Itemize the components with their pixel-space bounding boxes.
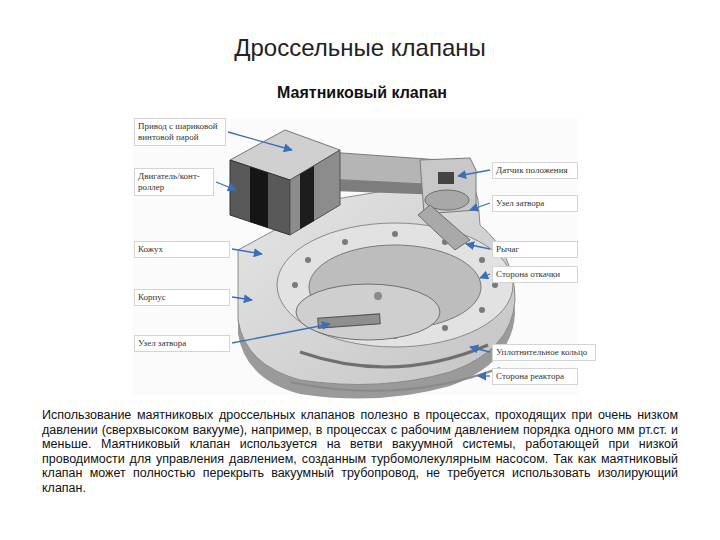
caption-text: Использование маятниковых дроссельных кл… bbox=[42, 408, 678, 496]
part-label: Сторона откачки bbox=[492, 266, 578, 283]
flange-ring bbox=[277, 223, 513, 347]
part-label: Датчик положения bbox=[492, 162, 578, 179]
gate-disc bbox=[296, 284, 440, 340]
gate-slab bbox=[318, 314, 381, 328]
actuator-band bbox=[250, 167, 268, 228]
leader-lines bbox=[216, 132, 490, 376]
actuator-band bbox=[300, 166, 314, 229]
sensor-window bbox=[438, 172, 454, 184]
part-label: Сторона реактора bbox=[492, 368, 578, 385]
seal-ring bbox=[300, 345, 488, 367]
bolt-holes bbox=[292, 231, 498, 339]
part-label: Узел затвора bbox=[134, 335, 230, 352]
gate-pivot bbox=[374, 292, 382, 300]
part-label: Двигатель/конт-роллер bbox=[134, 168, 214, 196]
lever bbox=[418, 205, 470, 250]
part-label: Рычаг bbox=[492, 241, 578, 258]
part-label: Уплотнительное кольцо bbox=[492, 344, 596, 361]
sensor-block bbox=[420, 158, 476, 214]
slide-subtitle: Маятниковый клапан bbox=[247, 84, 477, 102]
bottom-flange bbox=[290, 368, 500, 391]
slide-title: Дроссельные клапаны bbox=[0, 34, 720, 62]
actuator-front bbox=[230, 160, 290, 235]
part-label: Корпус bbox=[134, 289, 230, 306]
part-label: Узел затвора bbox=[492, 195, 578, 212]
actuator-side bbox=[290, 150, 340, 235]
part-label: Кожух bbox=[134, 241, 230, 258]
part-label: Привод с шариковой винтовой парой bbox=[134, 118, 226, 146]
